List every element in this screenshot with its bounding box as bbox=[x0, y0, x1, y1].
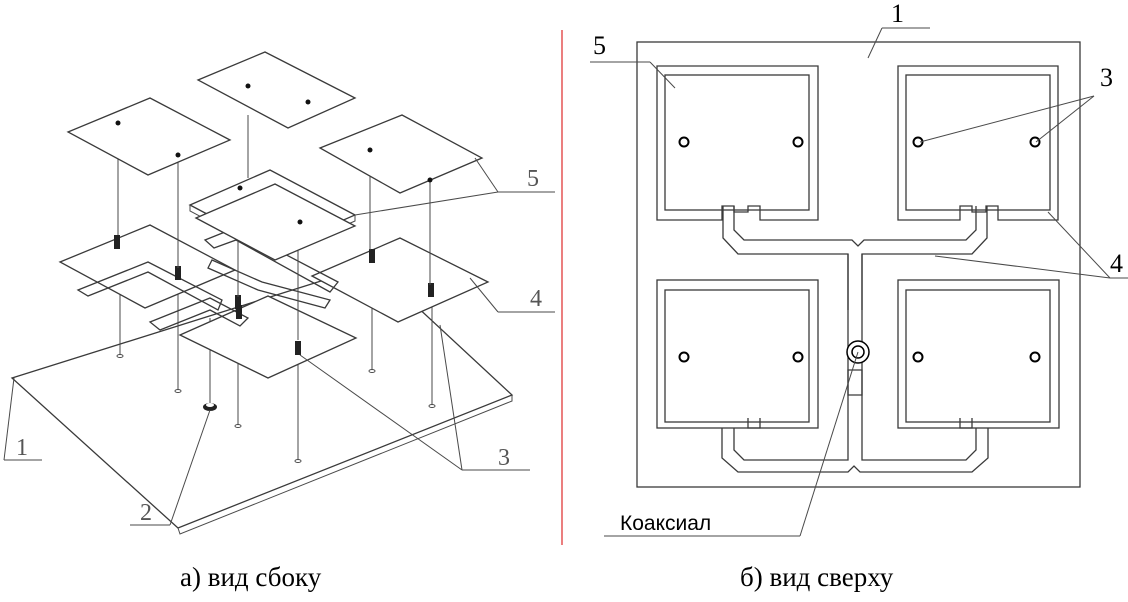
upper-patch-back bbox=[196, 51, 357, 129]
label-feed-left: 2 bbox=[140, 500, 152, 526]
caption-top-view: б) вид сверху bbox=[740, 562, 894, 592]
ground-plane-edge bbox=[177, 395, 513, 535]
upper-patch-front bbox=[188, 169, 357, 261]
label-patches-right: 5 bbox=[593, 31, 606, 60]
upper-patch-right bbox=[318, 114, 484, 194]
right-leader-lines bbox=[590, 27, 1128, 537]
caption-side-view: а) вид сбоку bbox=[180, 562, 322, 592]
top-patch-top-right bbox=[897, 65, 1059, 221]
layer-posts bbox=[114, 235, 434, 355]
label-feed-network-left: 4 bbox=[530, 286, 542, 312]
top-patch-top-left bbox=[656, 65, 819, 221]
label-pins-right: 3 bbox=[1100, 63, 1113, 92]
label-ground-right: 1 bbox=[891, 0, 904, 28]
label-patches-left: 5 bbox=[527, 166, 539, 192]
top-feed-network bbox=[721, 206, 989, 473]
side-view-drawing: 1 2 3 4 5 bbox=[3, 51, 555, 535]
label-pins-left: 3 bbox=[498, 445, 510, 471]
top-patch-bottom-right bbox=[897, 279, 1060, 429]
label-feed-network-right: 4 bbox=[1110, 249, 1123, 278]
label-coax: Коаксиал bbox=[620, 512, 711, 535]
top-patch-bottom-left bbox=[656, 279, 819, 429]
left-leader-lines bbox=[3, 157, 555, 526]
coax-feed-point bbox=[203, 403, 217, 411]
label-ground-left: 1 bbox=[16, 435, 28, 461]
top-view-drawing: 1 5 3 4 Коаксиал bbox=[590, 0, 1128, 537]
upper-patch-left bbox=[66, 97, 232, 176]
top-ground-plate bbox=[636, 41, 1081, 488]
